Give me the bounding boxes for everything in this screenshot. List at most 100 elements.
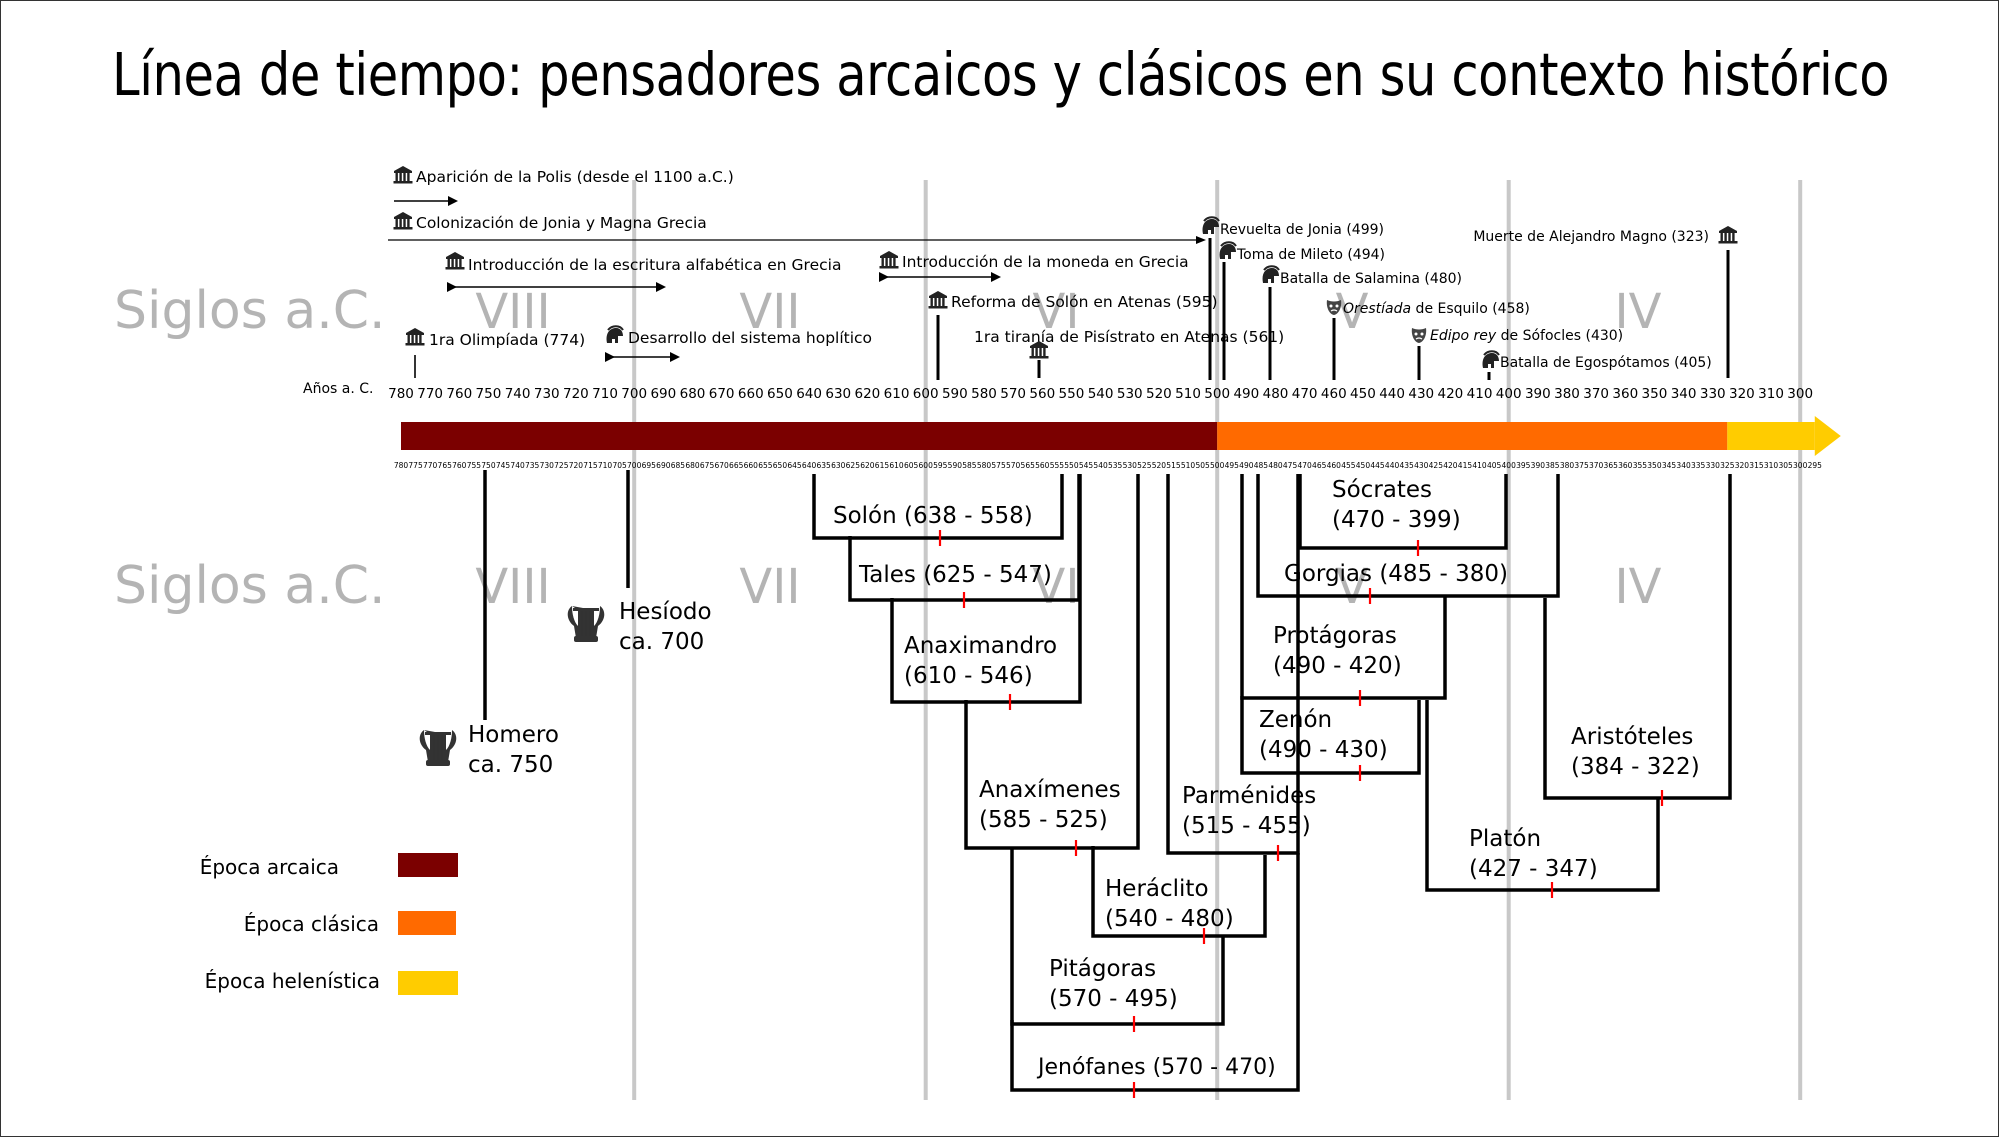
major-tick-label: 580	[971, 386, 997, 402]
major-tick-label: 350	[1642, 386, 1668, 402]
major-tick-label: 550	[1059, 386, 1085, 402]
period-bar	[401, 416, 1841, 456]
minor-tick-label: 640	[802, 461, 817, 470]
minor-tick-label: 565	[1021, 461, 1036, 470]
major-tick-label: 400	[1496, 386, 1522, 402]
event-label: Orestíada de Esquilo (458)	[1343, 301, 1530, 317]
minor-tick-label: 765	[438, 461, 453, 470]
minor-tick-label: 600	[919, 461, 934, 470]
minor-tick-label: 550	[1064, 461, 1079, 470]
event-colonizacion: Colonización de Jonia y Magna Grecia	[388, 212, 1206, 244]
minor-tick-label: 420	[1443, 461, 1458, 470]
thinker-parmenides-dates: (515 - 455)	[1182, 813, 1311, 839]
period-segment	[1727, 422, 1815, 450]
minor-tick-label: 495	[1225, 461, 1240, 470]
event-label: 1ra Olimpíada (774)	[429, 331, 585, 349]
major-tick-label: 680	[680, 386, 706, 402]
minor-tick-label: 300	[1793, 461, 1808, 470]
minor-tick-label: 635	[817, 461, 832, 470]
minor-tick-label: 515	[1166, 461, 1181, 470]
minor-tick-label: 630	[831, 461, 846, 470]
major-tick-label: 660	[738, 386, 764, 402]
socrates-bracket	[1298, 474, 1508, 550]
minor-tick-label: 470	[1297, 461, 1312, 470]
helmet-icon	[1261, 265, 1280, 284]
minor-tick-label: 345	[1662, 461, 1677, 470]
century-vii-top: VII	[739, 284, 800, 340]
minor-tick-label: 705	[612, 461, 627, 470]
thinker-homero-name: Homero	[468, 722, 559, 748]
event-polis: Aparición de la Polis (desde el 1100 a.C…	[393, 166, 734, 206]
major-tick-label: 750	[476, 386, 502, 402]
thinker-socrates-dates: (470 - 399)	[1332, 507, 1461, 533]
minor-tick-label: 770	[423, 461, 438, 470]
gorgias-bracket	[1256, 474, 1560, 598]
thinker-platon-dates: (427 - 347)	[1469, 856, 1598, 882]
minor-tick-label: 585	[962, 461, 977, 470]
minor-tick-label: 390	[1531, 461, 1546, 470]
minor-tick-label: 665	[729, 461, 744, 470]
temple-icon	[445, 252, 465, 270]
minor-tick-label: 660	[744, 461, 759, 470]
minor-tick-label: 360	[1618, 461, 1633, 470]
major-tick-label: 460	[1321, 386, 1347, 402]
minor-tick-label: 315	[1749, 461, 1764, 470]
minor-tick-label: 380	[1560, 461, 1575, 470]
minor-tick-label: 700	[627, 461, 642, 470]
minor-tick-label: 745	[496, 461, 511, 470]
event-label: Batalla de Egospótamos (405)	[1500, 355, 1712, 371]
arrow-head	[1196, 236, 1206, 244]
dates: (570 - 470)	[1153, 1055, 1276, 1080]
helmet-icon	[1218, 241, 1237, 260]
minor-tick-label: 350	[1647, 461, 1662, 470]
minor-tick-label: 685	[671, 461, 686, 470]
pitagoras-bracket	[1010, 848, 1225, 1026]
thinker-socrates-name: Sócrates	[1332, 477, 1432, 503]
major-tick-label: 530	[1117, 386, 1143, 402]
centuries-label-top: Siglos a.C.	[114, 281, 386, 341]
event-olimpiada: 1ra Olimpíada (774)	[405, 328, 585, 378]
legend: Época arcaica Época clásica Época helení…	[200, 853, 458, 995]
major-tick-label: 690	[650, 386, 676, 402]
major-tick-label: 620	[855, 386, 881, 402]
event-edipo: Edipo rey de Sófocles (430)	[1411, 327, 1623, 380]
event-pisistrato: 1ra tiranía de Pisístrato en Atenas (561…	[974, 328, 1284, 378]
minor-tick-label: 385	[1545, 461, 1560, 470]
minor-tick-label: 775	[408, 461, 423, 470]
helmet-icon	[1481, 350, 1500, 369]
major-tick-label: 320	[1729, 386, 1755, 402]
dates: (485 - 380)	[1379, 561, 1508, 587]
work-title: Orestíada	[1343, 301, 1411, 317]
minor-tick-label: 335	[1691, 461, 1706, 470]
minor-tick-label: 560	[1035, 461, 1050, 470]
anaximandro-bracket	[890, 474, 1082, 704]
arrow-head	[670, 352, 680, 362]
centuries-label-bottom: Siglos a.C.	[114, 556, 386, 616]
thinker-anaximandro-name: Anaximandro	[904, 633, 1057, 659]
minor-tick-label: 715	[583, 461, 598, 470]
major-tick-label: 700	[621, 386, 647, 402]
legend-arcaica-label: Época arcaica	[200, 855, 339, 879]
minor-tick-label: 675	[700, 461, 715, 470]
thinker-gorgias: Gorgias (485 - 380)	[1284, 561, 1508, 587]
major-tick-label: 480	[1263, 386, 1289, 402]
major-tick-label: 370	[1583, 386, 1609, 402]
thinker-parmenides-name: Parménides	[1182, 783, 1316, 809]
minor-tick-label: 650	[773, 461, 788, 470]
minor-tick-label: 545	[1079, 461, 1094, 470]
midpoint-markers	[938, 530, 1664, 1098]
thinker-aristoteles-name: Aristóteles	[1571, 724, 1693, 750]
major-tick-label: 490	[1233, 386, 1259, 402]
minor-tick-label: 740	[510, 461, 525, 470]
minor-tick-label: 780	[394, 461, 409, 470]
major-tick-label: 670	[709, 386, 735, 402]
major-tick-label: 590	[942, 386, 968, 402]
minor-tick-label: 510	[1181, 461, 1196, 470]
helmet-icon	[605, 325, 624, 344]
minor-tick-label: 695	[642, 461, 657, 470]
thinker-platon-name: Platón	[1469, 826, 1541, 852]
minor-tick-label: 655	[758, 461, 773, 470]
heraclito-bracket	[1091, 846, 1267, 938]
minor-tick-label: 680	[685, 461, 700, 470]
event-revuelta-jonia: Revuelta de Jonia (499)	[1201, 216, 1384, 380]
